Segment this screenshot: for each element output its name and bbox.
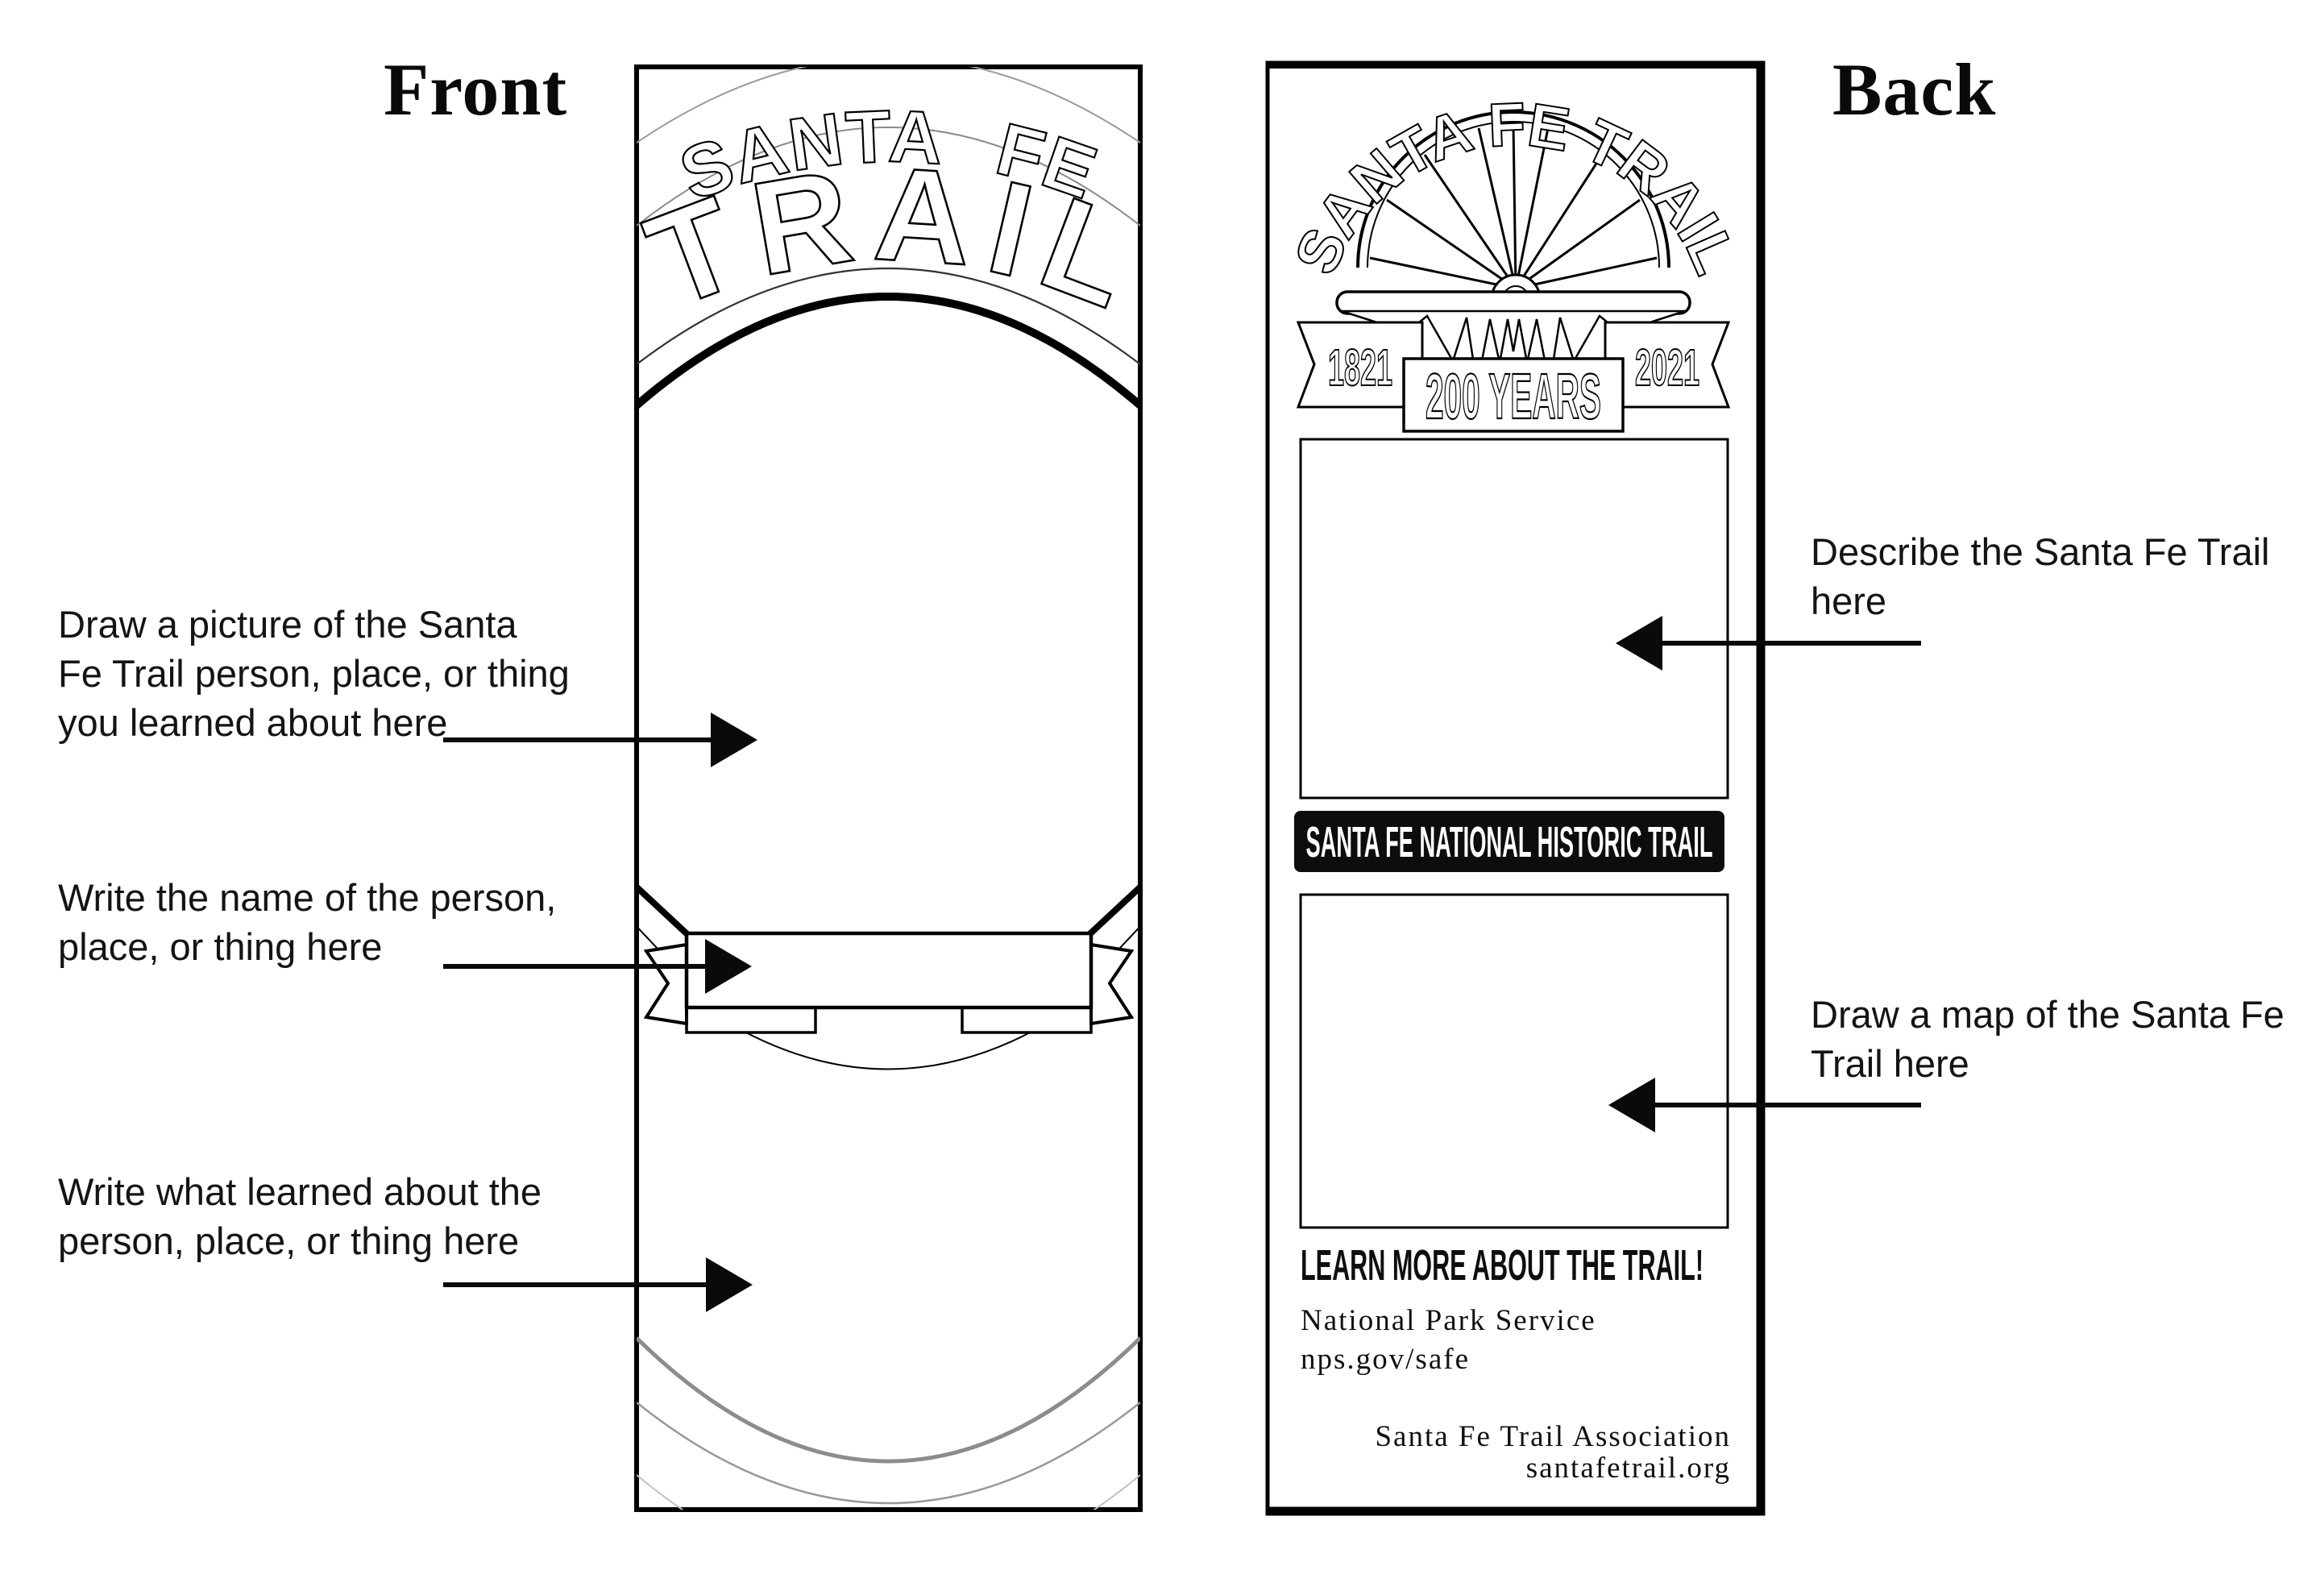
wagon-wheel-rim-outer — [1356, 110, 1670, 268]
back-title: Back — [1832, 48, 1997, 131]
front-rim-thick-line — [637, 293, 1140, 409]
wagon-wheel-spokes — [1369, 123, 1658, 290]
note-line: place, or thing here — [58, 925, 383, 968]
front-top-inner-ring — [637, 127, 1140, 226]
note-line: Draw a picture of the Santa — [58, 603, 517, 646]
note-line: you learned about here — [58, 701, 448, 744]
front-bottom-ring-2 — [637, 1402, 1140, 1505]
back-logo: 1821 2021 200 YEARS SANTA FE TRAIL SANTA… — [1280, 89, 1750, 1485]
learn-more-label: LEARN MORE ABOUT THE TRAIL! — [1301, 1241, 1704, 1290]
year-right-label: 2021 — [1635, 339, 1699, 397]
front-ribbon-fold-right — [961, 1006, 1093, 1034]
year-left-label: 1821 — [1328, 339, 1392, 397]
front-ribbon-fold-left — [685, 1006, 817, 1034]
front-title: Front — [384, 48, 568, 131]
front-ribbon-tail-right — [1089, 942, 1135, 1026]
note-line: here — [1811, 580, 1887, 622]
note-line: Write the name of the person, — [58, 876, 557, 919]
logo-starburst-rays — [1341, 310, 1686, 386]
back-bookmark: 1821 2021 200 YEARS SANTA FE TRAIL SANTA… — [1265, 60, 1766, 1516]
draw-picture-note: Draw a picture of the Santa Fe Trail per… — [58, 600, 590, 747]
anniversary-box — [1402, 357, 1625, 433]
historic-trail-bar — [1294, 811, 1724, 872]
note-line: Draw a map of the Santa Fe — [1811, 993, 2285, 1036]
note-line: Trail here — [1811, 1042, 1969, 1085]
write-learned-note: Write what learned about the person, pla… — [58, 1167, 590, 1265]
front-name-ribbon-field[interactable] — [684, 931, 1094, 1010]
association-name: Santa Fe Trail Association — [1375, 1420, 1731, 1453]
front-under-ribbon-arc — [722, 1019, 1054, 1070]
association-url: santafetrail.org — [1526, 1452, 1731, 1485]
front-bottom-ring-1 — [637, 1336, 1140, 1464]
draw-map-box[interactable] — [1299, 893, 1729, 1229]
describe-trail-note: Describe the Santa Fe Trail here — [1811, 527, 2310, 625]
wagon-wheel-rim-inner — [1367, 121, 1660, 268]
historic-trail-bar-label: SANTA FE NATIONAL HISTORIC TRAIL — [1306, 818, 1713, 866]
describe-trail-box[interactable] — [1299, 438, 1729, 800]
draw-map-note: Draw a map of the Santa Fe Trail here — [1811, 990, 2310, 1088]
anniversary-label: 200 YEARS — [1426, 360, 1601, 432]
nps-name: National Park Service — [1301, 1304, 1596, 1337]
note-line: Describe the Santa Fe Trail — [1811, 530, 2270, 573]
note-line: Write what learned about the — [58, 1170, 542, 1213]
front-rim-inner-line — [637, 267, 1140, 365]
nps-url: nps.gov/safe — [1301, 1343, 1470, 1376]
write-name-note: Write the name of the person, place, or … — [58, 873, 590, 971]
note-line: person, place, or thing here — [58, 1219, 520, 1262]
front-wheel-art: SANTA FE TRAIL — [637, 67, 1140, 1510]
front-top-outer-ring — [637, 67, 1140, 143]
note-line: Fe Trail person, place, or thing — [58, 652, 570, 695]
